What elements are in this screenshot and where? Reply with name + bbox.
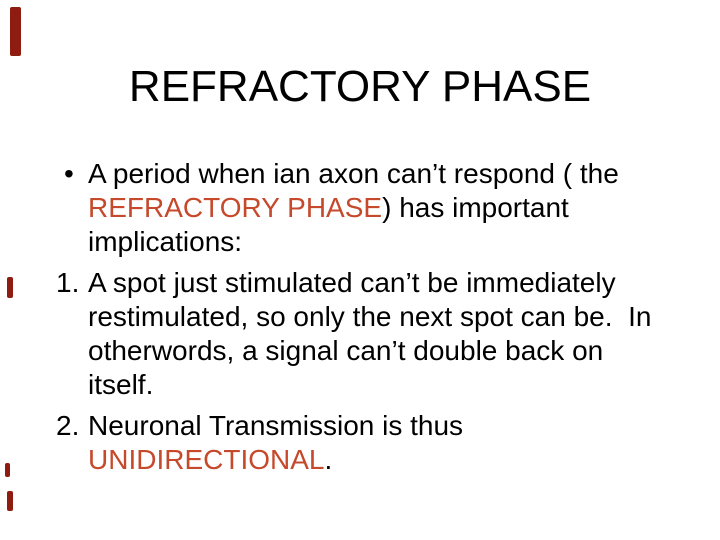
slide-title: REFRACTORY PHASE xyxy=(128,62,592,111)
bullet-glyph: • xyxy=(64,158,74,189)
left-border-mark-lower xyxy=(5,463,10,477)
text-line: REFRACTORY PHASE) has important xyxy=(88,191,720,225)
numbered-item-2: 2. Neuronal Transmission is thus UNIDIRE… xyxy=(0,409,720,477)
number-label: 1. xyxy=(56,267,80,298)
text-segment: ) has important xyxy=(382,192,569,223)
highlighted-text-segment: REFRACTORY PHASE xyxy=(88,192,383,223)
text-line: A period when ian axon can’t respond ( t… xyxy=(88,157,720,191)
numbered-item-2-text: Neuronal Transmission is thus UNIDIRECTI… xyxy=(88,409,720,477)
text-segment: A period when ian axon can’t respond ( t… xyxy=(88,158,619,189)
text-segment: Neuronal Transmission is thus xyxy=(88,410,464,441)
text-segment: itself. xyxy=(88,369,154,400)
left-border-mark-top xyxy=(10,7,21,56)
text-line: restimulated, so only the next spot can … xyxy=(88,300,720,334)
numbered-item-1: 1. A spot just stimulated can’t be immed… xyxy=(0,266,720,402)
highlighted-text-segment: UNIDIRECTIONAL xyxy=(88,444,325,475)
text-segment: A spot just stimulated can’t be immediat… xyxy=(88,267,616,298)
text-line: implications: xyxy=(88,225,720,259)
left-border-mark-middle xyxy=(7,277,13,298)
text-segment: implications: xyxy=(88,226,243,257)
text-segment: restimulated, so only the next spot can … xyxy=(88,301,652,332)
bullet-item: • A period when ian axon can’t respond (… xyxy=(0,157,720,259)
bullet-item-text: A period when ian axon can’t respond ( t… xyxy=(88,157,720,259)
numbered-item-1-text: A spot just stimulated can’t be immediat… xyxy=(88,266,720,402)
text-line: otherwords, a signal can’t double back o… xyxy=(88,334,720,368)
text-line: UNIDIRECTIONAL. xyxy=(88,443,720,477)
text-line: itself. xyxy=(88,368,720,402)
slide-body: • A period when ian axon can’t respond (… xyxy=(0,157,720,484)
left-border-mark-bottom xyxy=(7,491,13,511)
number-label: 2. xyxy=(56,410,80,441)
text-line: A spot just stimulated can’t be immediat… xyxy=(88,266,720,300)
text-segment: otherwords, a signal can’t double back o… xyxy=(88,335,604,366)
text-line: Neuronal Transmission is thus xyxy=(88,409,720,443)
text-segment: . xyxy=(324,444,333,475)
